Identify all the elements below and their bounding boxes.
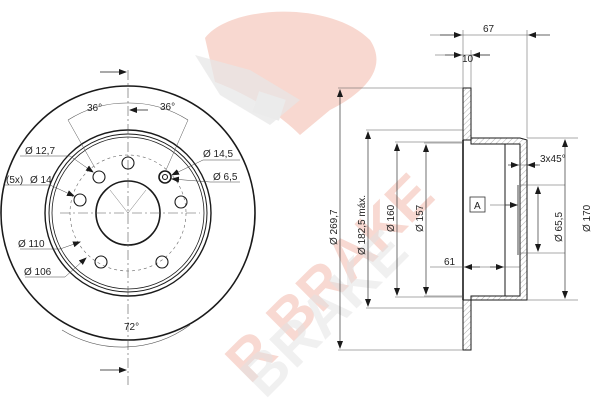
datum-box [469,196,486,213]
thickness-10-label: 10 [462,54,474,65]
width-67-label: 67 [483,24,495,35]
dia-160-label: Ø 160 [386,204,397,232]
front-view-labels: 36° 36° 72° Ø 12,7 (5x) Ø 14 Ø 14,5 Ø 6,… [6,102,238,333]
chamfer-label: 3x45° [540,154,566,165]
dia-106-label: Ø 106 [24,267,52,278]
hole-dia-14-label: Ø 14 [30,175,52,186]
side-view-labels: 67 10 Ø 269,7 Ø 182,5 máx. Ø 160 Ø 157 6… [329,24,593,268]
datum-a-label: A [474,201,481,212]
hole-dia-6-5-label: Ø 6,5 [213,172,238,183]
pcd-110-label: Ø 110 [18,239,45,250]
angle-right-label: 36° [160,102,175,113]
angle-bottom-label: 72° [124,322,139,333]
watermark-logo: R BRAKE BRAKE [195,11,446,405]
dia-269-7-label: Ø 269,7 [329,209,340,245]
height-61-label: 61 [444,257,456,268]
dia-182-5-label: Ø 182,5 máx. [357,195,368,255]
dia-170-label: Ø 170 [582,204,593,232]
dia-65-5-label: Ø 65,5 [554,212,565,242]
bolt-holes [73,156,188,269]
hole-dia-14-5-label: Ø 14,5 [203,149,233,160]
front-view [0,69,256,385]
side-view [337,30,578,351]
dia-157-label: Ø 157 [415,204,426,232]
hole-dia-12-7-label: Ø 12,7 [25,146,55,157]
hole-count-label: (5x) [6,175,23,186]
angle-left-label: 36° [87,103,102,114]
